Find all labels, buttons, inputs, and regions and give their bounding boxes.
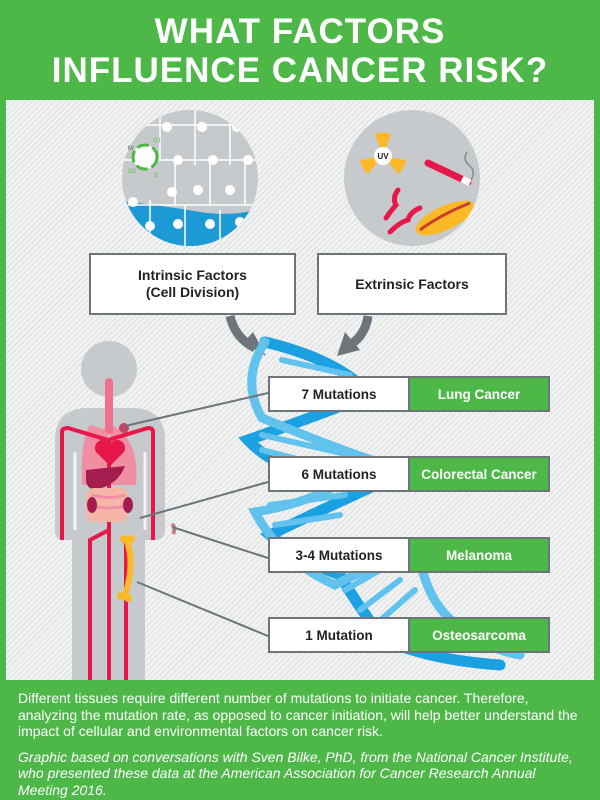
femur-bone-icon xyxy=(117,535,135,602)
mutation-row-melanoma: 3-4 Mutations Melanoma xyxy=(268,537,550,573)
header: WHAT FACTORS INFLUENCE CANCER RISK? xyxy=(0,0,600,100)
cancer-type: Melanoma xyxy=(410,539,548,571)
title-line-1: WHAT FACTORS xyxy=(154,12,446,51)
mutation-count: 7 Mutations xyxy=(270,378,408,410)
radiation-icon: UV xyxy=(359,132,407,174)
mutation-count: 1 Mutation xyxy=(270,619,408,651)
mutation-row-osteosarcoma: 1 Mutation Osteosarcoma xyxy=(268,617,550,653)
footer: Different tissues require different numb… xyxy=(0,680,600,800)
connector-bone xyxy=(136,581,269,637)
intestines-icon xyxy=(86,488,128,522)
cell-phase-g2: G2 xyxy=(128,169,137,175)
title-line-2: INFLUENCE CANCER RISK? xyxy=(51,51,549,90)
mutation-row-colorectal: 6 Mutations Colorectal Cancer xyxy=(268,456,550,492)
page-title: WHAT FACTORS INFLUENCE CANCER RISK? xyxy=(0,0,600,90)
arrow-extrinsic-icon xyxy=(337,315,373,356)
cancer-type: Colorectal Cancer xyxy=(410,458,548,490)
illustration-layer: M G1 S G2 UV xyxy=(55,110,525,680)
cell-phase-m: M xyxy=(128,146,133,152)
cell-phase-g1: G1 xyxy=(153,138,162,144)
hotdog-icon xyxy=(415,200,475,236)
human-body-icon xyxy=(55,341,177,680)
footer-credit: Graphic based on conversations with Sven… xyxy=(18,748,573,798)
intrinsic-factors-sublabel: (Cell Division) xyxy=(145,284,240,300)
heart-icon xyxy=(94,439,126,466)
bacon-icon xyxy=(383,187,423,235)
cell-division-icon: M G1 S G2 xyxy=(122,110,258,246)
footer-paragraph: Different tissues require different numb… xyxy=(18,690,578,739)
intrinsic-factors-box: Intrinsic Factors (Cell Division) xyxy=(89,253,296,315)
mutation-count: 6 Mutations xyxy=(270,458,408,490)
connector-lung xyxy=(124,392,269,427)
connector-lines xyxy=(124,392,269,637)
intrinsic-factors-label: Intrinsic Factors xyxy=(138,267,247,283)
cancer-type: Osteosarcoma xyxy=(410,619,548,651)
cell-phase-s: S xyxy=(154,173,158,179)
mutation-count: 3-4 Mutations xyxy=(270,539,408,571)
extrinsic-factors-icon: UV xyxy=(344,110,480,246)
liver-icon xyxy=(86,466,125,490)
cigarette-icon xyxy=(424,151,474,187)
extrinsic-factors-label: Extrinsic Factors xyxy=(355,275,469,292)
connector-skin xyxy=(171,526,269,559)
kidneys-icon xyxy=(87,497,133,513)
uv-label: UV xyxy=(377,152,389,161)
infographic-panel: M G1 S G2 UV xyxy=(6,100,594,680)
mutation-row-lung: 7 Mutations Lung Cancer xyxy=(268,376,550,412)
extrinsic-factors-box: Extrinsic Factors xyxy=(317,253,507,315)
cancer-type: Lung Cancer xyxy=(410,378,548,410)
connector-colon xyxy=(139,481,269,519)
skin-lesion-icon xyxy=(170,522,177,535)
